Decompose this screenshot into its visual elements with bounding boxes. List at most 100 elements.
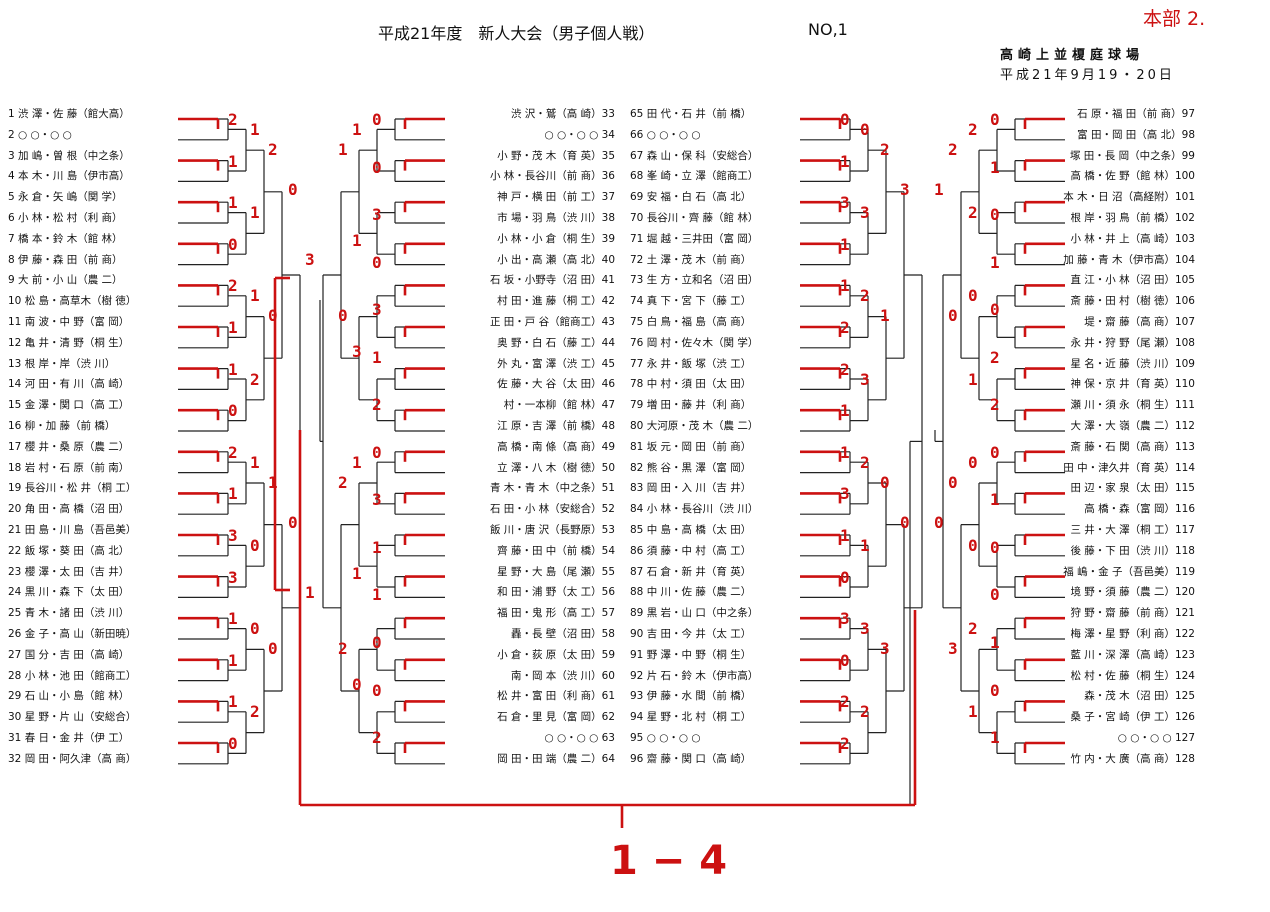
handwritten-score: 0 bbox=[968, 536, 978, 555]
player-entry: 30 星 野・片 山（安総合） bbox=[8, 711, 137, 724]
player-entry: 富 田・岡 田（高 北）98 bbox=[1077, 128, 1195, 141]
handwritten-score: 1 bbox=[990, 632, 1000, 652]
player-entry: 福 田・鬼 形（高 工）57 bbox=[497, 607, 615, 620]
handwritten-score: 1 bbox=[860, 536, 870, 555]
player-entry: 松 井・富 田（利 商）61 bbox=[497, 690, 615, 703]
player-entry: 市 場・羽 鳥（渋 川）38 bbox=[497, 212, 615, 224]
handwritten-score: 2 bbox=[840, 318, 850, 337]
handwritten-score: 0 bbox=[900, 512, 910, 532]
player-entry: 石 田・小 林（安総合）52 bbox=[489, 503, 615, 516]
handwritten-score: 0 bbox=[228, 734, 238, 753]
handwritten-score: 1 bbox=[228, 359, 238, 379]
handwritten-score: 0 bbox=[990, 537, 1000, 557]
player-entry: 17 櫻 井・桑 原（農 二） bbox=[8, 440, 130, 453]
handwritten-score: 0 bbox=[990, 585, 1000, 605]
handwritten-score: 3 bbox=[860, 369, 870, 389]
player-entry: 26 金 子・高 山（新田暁） bbox=[8, 628, 137, 640]
player-entry: 94 星 野・北 村（桐 工） bbox=[630, 711, 752, 724]
handwritten-score: 0 bbox=[352, 674, 362, 694]
handwritten-score: 0 bbox=[288, 512, 298, 532]
handwritten-score: 1 bbox=[990, 252, 1000, 272]
player-entry: 8 伊 藤・森 田（前 商） bbox=[8, 253, 123, 266]
handwritten-score: 3 bbox=[305, 250, 315, 269]
player-entry: 轟・長 壁（沼 田）58 bbox=[510, 628, 615, 640]
handwritten-score: 1 bbox=[228, 193, 238, 213]
handwritten-score: 2 bbox=[228, 442, 238, 462]
handwritten-score: 1 bbox=[372, 347, 382, 367]
player-entry: 福 嶋・金 子（吾邑美）119 bbox=[1063, 565, 1195, 578]
player-entry: 83 岡 田・入 川（吉 井） bbox=[630, 482, 752, 495]
player-entry: 岡 田・田 端（農 二）64 bbox=[497, 752, 615, 765]
handwritten-score: 0 bbox=[338, 306, 348, 326]
handwritten-score: 2 bbox=[840, 692, 850, 712]
player-entry: 4 本 木・川 島（伊市高） bbox=[8, 170, 130, 183]
handwritten-score: 3 bbox=[860, 203, 870, 223]
handwritten-score: 2 bbox=[338, 639, 348, 659]
player-entry: 96 齋 藤・関 口（高 崎） bbox=[630, 752, 752, 765]
handwritten-score: 1 bbox=[372, 537, 382, 557]
player-entry: 本 木・日 沼（高経附）101 bbox=[1063, 191, 1195, 204]
player-entry: 84 小 林・長谷川（渋 川） bbox=[630, 503, 759, 516]
player-entry: 斎 藤・田 村（樹 徳）106 bbox=[1070, 295, 1195, 308]
handwritten-score: 0 bbox=[948, 306, 958, 326]
player-entry: 87 石 倉・新 井（育 英） bbox=[630, 565, 752, 578]
player-entry: 12 亀 井・清 野（桐 生） bbox=[8, 336, 130, 349]
handwritten-score: 3 bbox=[228, 567, 238, 587]
player-entry: 齊 藤・田 中（前 橋）54 bbox=[497, 544, 615, 557]
player-entry: 93 伊 藤・水 間（前 橋） bbox=[630, 690, 752, 703]
handwritten-score: 3 bbox=[840, 193, 850, 213]
handwritten-score: 1 bbox=[840, 151, 850, 171]
handwritten-score: 1 bbox=[840, 526, 850, 545]
player-entry: 森・茂 木（沼 田）125 bbox=[1084, 690, 1195, 703]
player-entry: 95 ○ ○・○ ○ bbox=[630, 732, 701, 744]
player-entry: 28 小 林・池 田（館商工） bbox=[8, 669, 137, 682]
player-entry: 藍 川・深 澤（高 崎）123 bbox=[1070, 648, 1195, 661]
player-entry: 5 永 倉・矢 嶋（関 学） bbox=[8, 191, 123, 204]
handwritten-score: 1 bbox=[228, 484, 238, 504]
handwritten-score: 3 bbox=[228, 526, 238, 545]
player-entry: 小 野・茂 木（育 英）35 bbox=[497, 149, 615, 162]
handwritten-score: 0 bbox=[372, 252, 382, 272]
player-entry: 星 野・大 島（尾 瀬）55 bbox=[497, 565, 615, 578]
player-entry: 71 堀 越・三井田（富 岡） bbox=[630, 232, 759, 245]
player-entry: 21 田 島・川 島（吾邑美） bbox=[8, 524, 137, 536]
handwritten-score: 0 bbox=[250, 619, 260, 639]
player-entry: 加 藤・青 木（伊市高）104 bbox=[1063, 253, 1195, 266]
handwritten-score: 0 bbox=[372, 680, 382, 700]
player-entry: 直 江・小 林（沼 田）105 bbox=[1070, 274, 1195, 287]
handwritten-score: 0 bbox=[990, 300, 1000, 320]
player-entry: 和 田・浦 野（太 工）56 bbox=[497, 586, 615, 599]
player-entry: 高 橋・南 條（高 商）49 bbox=[497, 440, 615, 453]
player-entry: 石 倉・里 見（富 岡）62 bbox=[497, 711, 615, 724]
player-entry: 23 櫻 澤・太 田（吉 井） bbox=[8, 565, 130, 578]
player-entry: 星 名・近 藤（渋 川）109 bbox=[1070, 357, 1195, 370]
player-entry: 後 藤・下 田（渋 川）118 bbox=[1070, 544, 1195, 557]
handwritten-score: 1 bbox=[305, 582, 315, 602]
player-entry: 91 野 澤・中 野（桐 生） bbox=[630, 648, 752, 661]
handwritten-score: 2 bbox=[268, 140, 278, 159]
handwritten-score: 0 bbox=[372, 110, 382, 129]
sheet-number: NO,1 bbox=[808, 20, 848, 39]
handwritten-score: 3 bbox=[880, 639, 890, 659]
handwritten-score: 3 bbox=[900, 180, 910, 199]
handwritten-score: 1 bbox=[372, 585, 382, 605]
page-title: 平成21年度 新人大会（男子個人戦） bbox=[378, 24, 655, 43]
player-entry: 16 柳・加 藤（前 橋） bbox=[8, 420, 116, 432]
player-entry: 79 増 田・藤 井（利 商） bbox=[630, 399, 752, 412]
handwritten-score: 0 bbox=[948, 472, 958, 492]
player-entry: 正 田・戸 谷（館商工）43 bbox=[489, 316, 615, 328]
player-entry: 境 野・須 藤（農 二）120 bbox=[1070, 586, 1195, 599]
handwritten-score: 3 bbox=[840, 484, 850, 504]
player-entry: 89 黒 岩・山 口（中之条） bbox=[630, 607, 759, 620]
player-entry: 永 井・狩 野（尾 瀬）108 bbox=[1070, 336, 1195, 349]
player-entry: 86 須 藤・中 村（高 工） bbox=[630, 544, 752, 557]
handwritten-score: 2 bbox=[372, 728, 382, 748]
player-entry: 斎 藤・石 関（高 商）113 bbox=[1070, 440, 1195, 453]
player-entry: 1 渋 澤・佐 藤（館大高） bbox=[8, 108, 130, 120]
handwritten-score: 1 bbox=[840, 276, 850, 296]
player-entry: 田 中・津久井（育 英）114 bbox=[1063, 461, 1195, 474]
player-entry: 72 土 澤・茂 木（前 商） bbox=[630, 253, 752, 266]
handwritten-score: 1 bbox=[228, 692, 238, 712]
player-entry: 小 林・井 上（高 崎）103 bbox=[1070, 232, 1195, 245]
player-entry: ○ ○・○ ○ 127 bbox=[1117, 732, 1195, 744]
